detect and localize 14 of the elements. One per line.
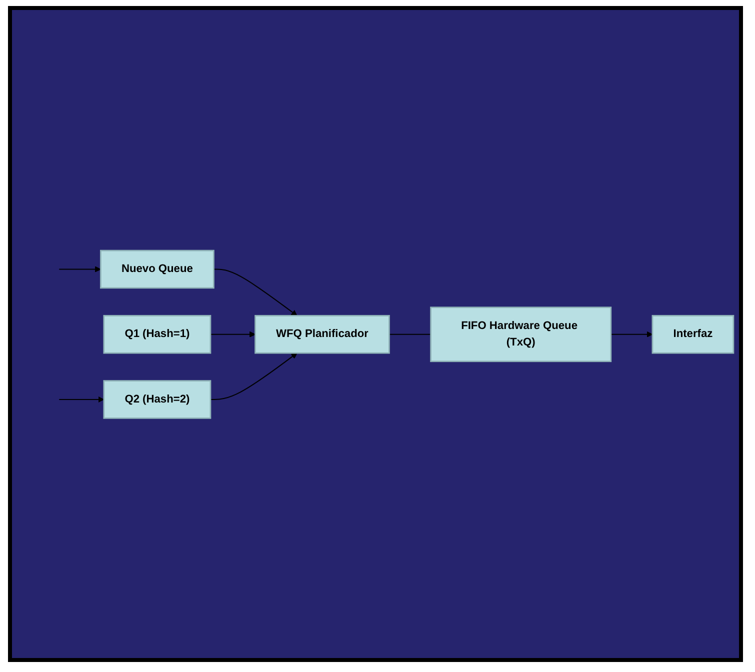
node-box (254, 314, 390, 354)
node-box (430, 306, 612, 362)
node-box (103, 380, 212, 418)
node-box (652, 314, 734, 354)
arrow (210, 352, 298, 400)
arrow (610, 330, 653, 338)
diagram-background: FIFO Hardware Queue (TxQ) Interfaz Nuevo Queue Q1 (Hash=1) Q2 (Hash=2) WFQ Planificador (8, 6, 743, 662)
arrow (59, 396, 104, 402)
node-box (103, 314, 212, 354)
arrow (210, 330, 256, 338)
arrow (214, 268, 298, 316)
connector (389, 333, 431, 334)
arrow (59, 266, 101, 272)
node-box (100, 249, 214, 288)
